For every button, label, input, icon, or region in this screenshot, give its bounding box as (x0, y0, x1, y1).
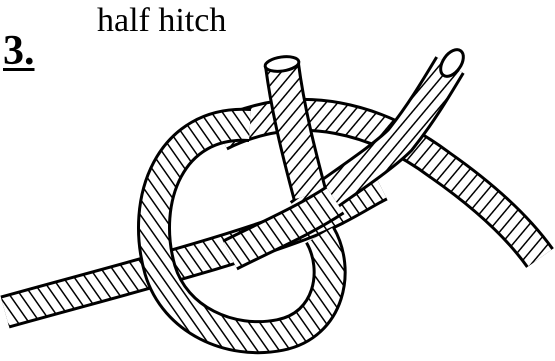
half-hitch-knot-icon (0, 0, 555, 361)
